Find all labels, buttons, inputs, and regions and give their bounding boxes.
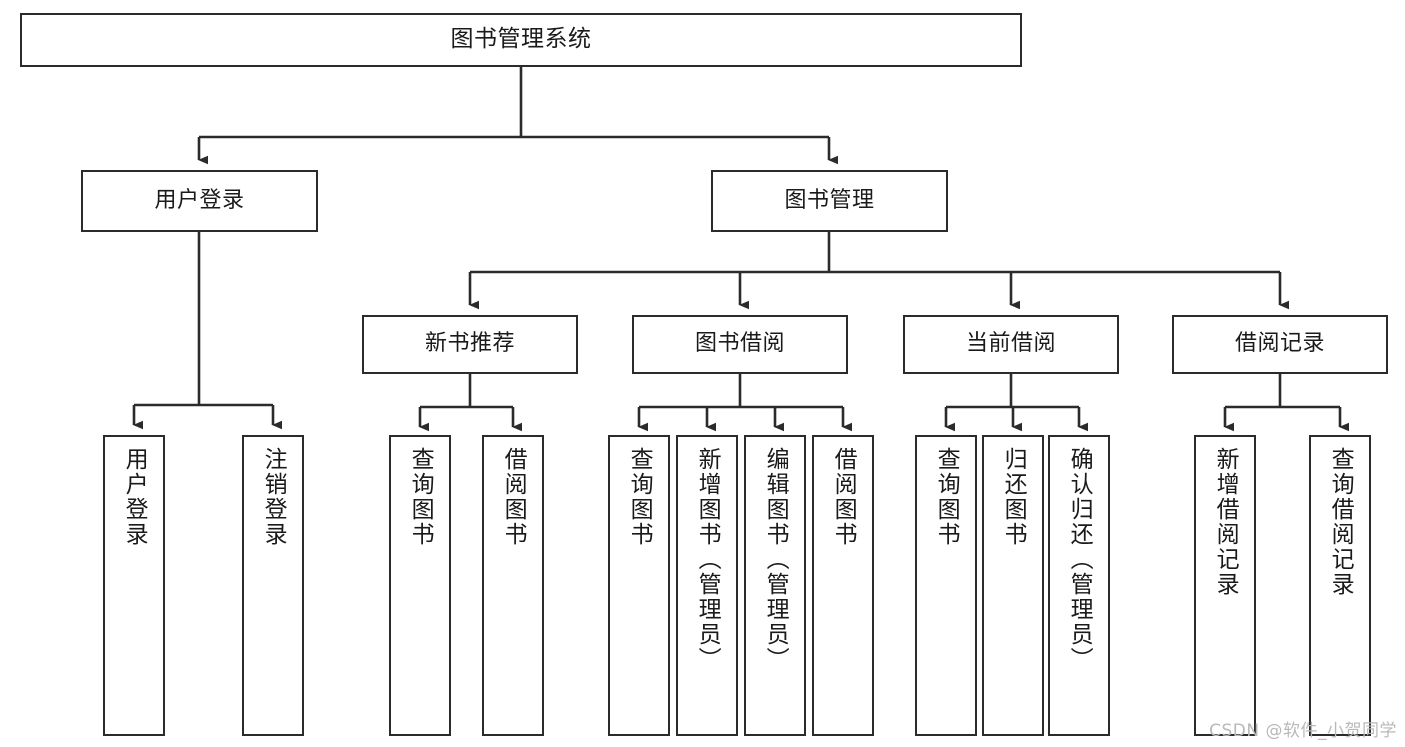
- node-leaf-query-book-current[interactable]: 查询图书: [915, 435, 977, 736]
- node-leaf-add-borrow-record[interactable]: 新增借阅记录: [1194, 435, 1256, 736]
- edge-recommend-to-leaves: [418, 374, 522, 432]
- node-label: 借阅图书: [830, 447, 857, 547]
- node-label: 用户登录: [154, 187, 245, 213]
- node-leaf-query-book-borrow[interactable]: 查询图书: [608, 435, 670, 736]
- edge-bookborrow-to-leaves: [637, 374, 852, 432]
- node-leaf-edit-book-admin[interactable]: 编辑图书（管理员）: [744, 435, 806, 736]
- edge-bookmanage-to-level3: [468, 232, 1289, 310]
- node-label: 查询图书: [933, 447, 960, 547]
- node-label: 查询借阅记录: [1327, 447, 1354, 597]
- node-book-management[interactable]: 图书管理: [711, 170, 948, 232]
- node-book-management-system[interactable]: 图书管理系统: [20, 13, 1022, 67]
- edge-borrowrecord-to-leaves: [1223, 374, 1349, 432]
- node-leaf-add-book-admin[interactable]: 新增图书（管理员）: [676, 435, 738, 736]
- node-leaf-confirm-return-admin[interactable]: 确认归还（管理员）: [1048, 435, 1110, 736]
- node-label: 新增图书（管理员）: [694, 447, 721, 672]
- node-label: 注销登录: [260, 447, 287, 547]
- node-user-login[interactable]: 用户登录: [81, 170, 318, 232]
- node-label: 图书借阅: [694, 331, 785, 357]
- node-label: 查询图书: [626, 447, 653, 547]
- node-current-borrow[interactable]: 当前借阅: [903, 315, 1119, 374]
- node-label: 借阅记录: [1234, 331, 1325, 357]
- node-label: 借阅图书: [500, 447, 527, 547]
- node-label: 图书管理系统: [450, 26, 592, 53]
- node-label: 用户登录: [121, 447, 148, 547]
- watermark-text: CSDN @软件_小贺同学: [1209, 721, 1397, 741]
- node-leaf-borrow-book[interactable]: 借阅图书: [812, 435, 874, 736]
- edge-currentborrow-to-leaves: [944, 374, 1088, 432]
- node-label: 新增借阅记录: [1212, 447, 1239, 597]
- node-label: 确认归还（管理员）: [1066, 447, 1093, 672]
- node-label: 编辑图书（管理员）: [762, 447, 789, 672]
- node-label: 查询图书: [407, 447, 434, 547]
- node-leaf-user-login[interactable]: 用户登录: [103, 435, 165, 736]
- node-leaf-borrow-book-recommend[interactable]: 借阅图书: [482, 435, 544, 736]
- node-leaf-return-book[interactable]: 归还图书: [982, 435, 1044, 736]
- edge-root-to-level2: [197, 67, 838, 165]
- node-label: 当前借阅: [965, 331, 1056, 357]
- node-label: 新书推荐: [424, 331, 515, 357]
- edge-userlogin-to-leaves: [132, 232, 282, 430]
- node-label: 归还图书: [1000, 447, 1027, 547]
- node-new-book-recommend[interactable]: 新书推荐: [362, 315, 578, 374]
- node-leaf-query-borrow-record[interactable]: 查询借阅记录: [1309, 435, 1371, 736]
- node-leaf-query-book-recommend[interactable]: 查询图书: [389, 435, 451, 736]
- node-book-borrow[interactable]: 图书借阅: [632, 315, 848, 374]
- node-borrow-record[interactable]: 借阅记录: [1172, 315, 1388, 374]
- node-label: 图书管理: [784, 187, 875, 213]
- node-leaf-logout[interactable]: 注销登录: [242, 435, 304, 736]
